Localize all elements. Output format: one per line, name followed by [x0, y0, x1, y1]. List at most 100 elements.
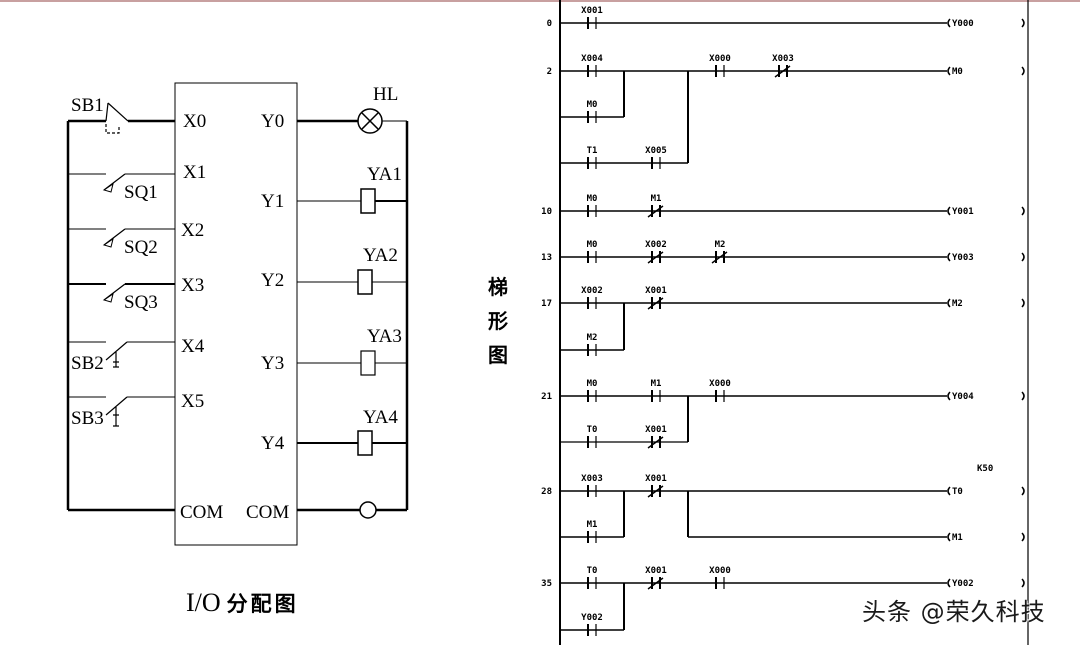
io-diagram: [66, 82, 409, 546]
contact-label: M0: [587, 240, 598, 250]
nc-contact-icon: [647, 251, 664, 264]
contact-label: X003: [772, 54, 794, 64]
top-border: [0, 0, 1080, 2]
coil-right-paren-icon: [1021, 391, 1025, 401]
terminal-y3: Y3: [261, 353, 284, 374]
coil-label: T0: [952, 487, 963, 497]
terminal-output-com: COM: [246, 502, 289, 523]
device-hl: HL: [373, 84, 398, 105]
contact-label: T0: [587, 566, 598, 576]
input-sq1: [68, 173, 175, 193]
rung-step-number: 0: [547, 19, 552, 29]
no-contact-icon: [587, 436, 597, 448]
rung-step-number: 2: [547, 67, 552, 77]
input-sb3: [68, 396, 175, 427]
device-sb2: SB2: [71, 353, 104, 374]
no-contact-icon: [587, 577, 597, 589]
contact-label: M0: [587, 194, 598, 204]
coil-left-paren-icon: [947, 486, 951, 496]
coil-right-paren-icon: [1021, 298, 1025, 308]
contact-label: M1: [651, 379, 662, 389]
terminal-y0: Y0: [261, 111, 284, 132]
terminal-y1: Y1: [261, 191, 284, 212]
contact-label: X001: [645, 286, 667, 296]
no-contact-icon: [587, 17, 597, 29]
input-sq3: [68, 283, 175, 303]
coil-label: M2: [952, 299, 963, 309]
no-contact-icon: [587, 251, 597, 263]
contact-label: X001: [645, 425, 667, 435]
nc-contact-icon: [647, 485, 664, 498]
no-contact-icon: [651, 390, 661, 402]
rung-step-number: 13: [541, 253, 552, 263]
nc-contact-icon: [711, 251, 728, 264]
terminal-y2: Y2: [261, 270, 284, 291]
watermark: 头条 @荣久科技: [862, 598, 1046, 626]
device-ya2: YA2: [363, 245, 398, 266]
no-contact-icon: [715, 390, 725, 402]
coil-left-paren-icon: [947, 578, 951, 588]
contact-label: Y002: [581, 613, 603, 623]
contact-label: M1: [587, 520, 598, 530]
contact-label: X003: [581, 474, 603, 484]
coil-label: Y002: [952, 579, 974, 589]
no-contact-icon: [587, 205, 597, 217]
contact-label: X004: [581, 54, 603, 64]
coil-right-paren-icon: [1021, 18, 1025, 28]
terminal-x2: X2: [181, 220, 204, 241]
terminal-x1: X1: [183, 162, 206, 183]
output-ya1-coil: [297, 188, 407, 214]
io-caption-cn: 分配图: [226, 592, 299, 616]
nc-contact-icon: [647, 577, 664, 590]
output-hl-lamp: [297, 108, 407, 134]
output-power-source: [297, 501, 407, 519]
terminal-x3: X3: [181, 275, 204, 296]
no-contact-icon: [587, 624, 597, 636]
coil-left-paren-icon: [947, 532, 951, 542]
no-contact-icon: [651, 157, 661, 169]
no-contact-icon: [587, 111, 597, 123]
no-contact-icon: [587, 485, 597, 497]
nc-contact-icon: [647, 297, 664, 310]
nc-contact-icon: [647, 205, 664, 218]
no-contact-icon: [715, 65, 725, 77]
device-sb3: SB3: [71, 408, 104, 429]
coil-label: M1: [952, 533, 963, 543]
coil-left-paren-icon: [947, 18, 951, 28]
coil-label: Y001: [952, 207, 974, 217]
contact-label: M1: [651, 194, 662, 204]
device-sq1: SQ1: [124, 182, 158, 203]
contact-label: X000: [709, 54, 731, 64]
contact-label: M2: [587, 333, 598, 343]
ladder-title: 梯 形 图: [486, 270, 510, 372]
coil-left-paren-icon: [947, 391, 951, 401]
ladder-title-char: 梯: [488, 275, 508, 299]
nc-contact-icon: [647, 436, 664, 449]
contact-label: X001: [645, 566, 667, 576]
output-ya4-coil: [297, 430, 407, 456]
no-contact-icon: [587, 344, 597, 356]
no-contact-icon: [587, 157, 597, 169]
device-ya1: YA1: [367, 164, 402, 185]
contact-label: X000: [709, 566, 731, 576]
contact-label: M2: [715, 240, 726, 250]
coil-right-paren-icon: [1021, 252, 1025, 262]
rung-step-number: 28: [541, 487, 552, 497]
no-contact-icon: [715, 577, 725, 589]
coil-left-paren-icon: [947, 298, 951, 308]
input-sb2: [68, 341, 175, 368]
coil-right-paren-icon: [1021, 486, 1025, 496]
coil-label: Y004: [952, 392, 974, 402]
contact-label: X005: [645, 146, 667, 156]
rung-step-number: 10: [541, 207, 552, 217]
rung-step-number: 17: [541, 299, 552, 309]
coil-label: Y000: [952, 19, 974, 29]
coil-left-paren-icon: [947, 206, 951, 216]
io-labels: X0 X1 X2 X3 X4 X5 COM Y0 Y1 Y2 Y3 Y4 COM…: [71, 84, 402, 523]
input-sb1: [68, 102, 175, 134]
coil-right-paren-icon: [1021, 206, 1025, 216]
terminal-x0: X0: [183, 111, 206, 132]
